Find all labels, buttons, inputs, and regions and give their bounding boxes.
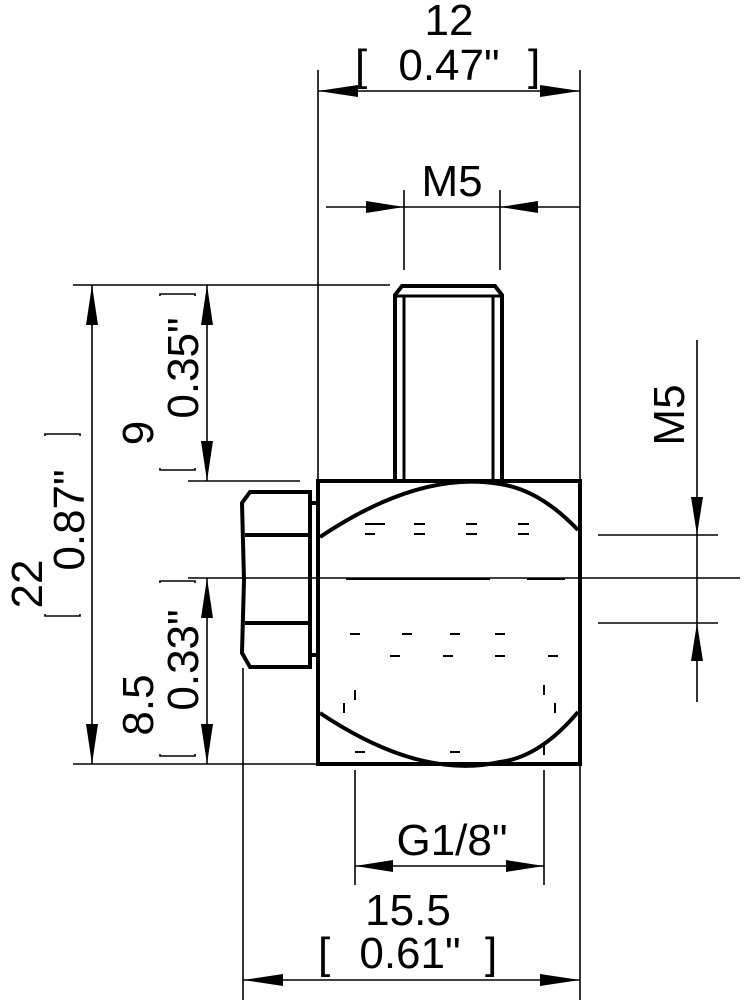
dim-overall-width-inch: 0.61" (359, 929, 460, 978)
dim-overall-height-inch: 0.87" (45, 469, 94, 570)
bracket-open: [ (355, 41, 367, 90)
dim-overall-height: 22 0.87" (3, 285, 98, 764)
body-block (316, 479, 582, 768)
dim-overall-height-mm: 22 (3, 560, 52, 609)
dim-overall-width: 15.5 [ 0.61" ] (243, 886, 580, 986)
dim-stud-height-mm: 9 (114, 421, 163, 445)
dim-top-width-mm: 12 (425, 0, 474, 45)
dim-top-thread-label: M5 (421, 157, 482, 206)
dim-nut-offset: 8.5 0.33" (114, 578, 213, 764)
dim-top-width: 12 [ 0.47" ] (318, 0, 580, 97)
dim-top-width-inch: 0.47" (398, 41, 499, 90)
dim-stud-height-inch: 0.35" (159, 317, 208, 418)
dim-stud-height: 9 0.35" (114, 285, 213, 481)
dim-top-thread: M5 (326, 157, 580, 213)
dim-side-thread: M5 (645, 340, 703, 702)
hidden-lines (343, 523, 565, 755)
dim-port-thread: G1/8" (355, 816, 544, 872)
bracket-open: [ (318, 929, 330, 978)
dim-port-thread-label: G1/8" (396, 816, 507, 865)
dim-nut-offset-inch: 0.33" (159, 609, 208, 710)
dim-side-thread-label: M5 (645, 384, 694, 445)
dim-nut-offset-mm: 8.5 (114, 674, 163, 735)
extension-lines (73, 70, 740, 1000)
hex-nut (239, 490, 318, 669)
bracket-close: ] (485, 929, 497, 978)
threaded-stud (393, 284, 504, 481)
bracket-close: ] (528, 41, 540, 90)
dim-overall-width-mm: 15.5 (365, 886, 451, 935)
